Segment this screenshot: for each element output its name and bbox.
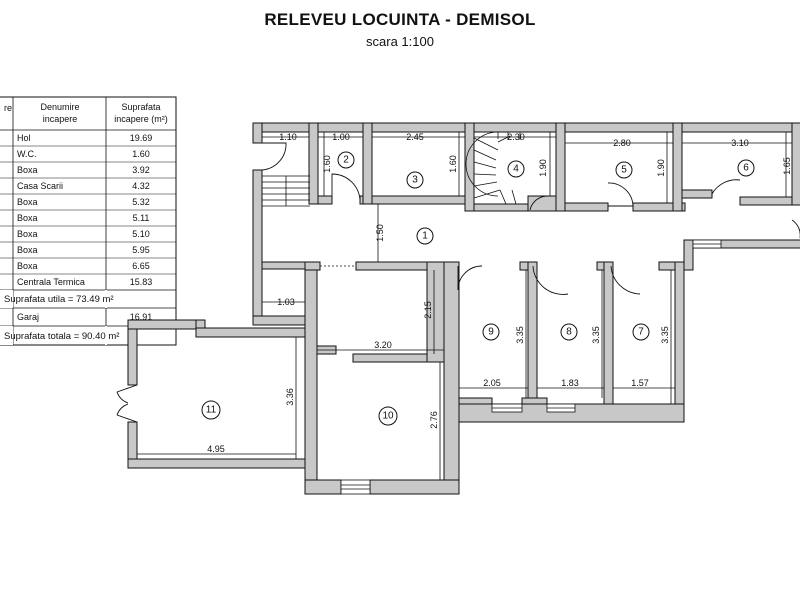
table-cell-area: 5.10: [132, 229, 150, 239]
dim-label: 1.50: [375, 224, 385, 242]
dimension-labels: 1.10 1.00 2.45 2.30 2.80 3.10 1.60 1.60 …: [207, 132, 792, 454]
doors: [116, 142, 800, 423]
dim-label: 1.60: [448, 155, 458, 173]
table-header-area-2: incapere (m²): [114, 114, 168, 124]
svg-text:3: 3: [412, 175, 418, 186]
table-row: Boxa 6.65: [17, 261, 150, 271]
svg-text:4: 4: [513, 164, 519, 175]
room-marker-1: 1: [416, 227, 434, 245]
table-row: Boxa 5.11: [17, 213, 149, 223]
table-row: Casa Scarii 4.32: [17, 181, 150, 191]
dim-label: 3.36: [285, 388, 295, 406]
dim-label: 3.10: [731, 138, 749, 148]
table-row: Boxa 5.95: [17, 245, 150, 255]
table-cell-area: 4.32: [132, 181, 150, 191]
stairs: [262, 131, 521, 210]
dim-label: 3.35: [660, 326, 670, 344]
table-cell-name: Boxa: [17, 261, 38, 271]
room-marker-3: 3: [406, 171, 424, 189]
table-row: Boxa 5.10: [17, 229, 150, 239]
table-row: Boxa 3.92: [17, 165, 150, 175]
dim-label: 1.65: [782, 157, 792, 175]
table-cell-name: Centrala Termica: [17, 277, 85, 287]
room-marker-9: 9: [482, 323, 500, 341]
dim-label: 1.83: [561, 378, 579, 388]
svg-text:9: 9: [488, 327, 494, 338]
svg-text:1: 1: [422, 231, 428, 242]
room-marker-10: 10: [378, 406, 398, 426]
table-row: Hol 19.69: [17, 133, 152, 143]
area-table: re Denumire incapere Suprafata incapere …: [0, 96, 177, 346]
dim-label: 1.90: [538, 159, 548, 177]
dim-label: 1.03: [277, 297, 295, 307]
svg-text:8: 8: [566, 327, 572, 338]
dimension-lines: [137, 132, 792, 480]
svg-text:10: 10: [382, 411, 394, 422]
room-marker-2: 2: [337, 151, 355, 169]
dim-label: 1.57: [631, 378, 649, 388]
garage-name: Garaj: [17, 312, 39, 322]
dim-label: 4.95: [207, 444, 225, 454]
table-cell-name: Hol: [17, 133, 31, 143]
table-cell-name: Boxa: [17, 213, 38, 223]
table-row: W.C. 1.60: [17, 149, 150, 159]
dim-label: 3.35: [591, 326, 601, 344]
table-cell-name: Boxa: [17, 197, 38, 207]
dim-label: 2.30: [507, 132, 525, 142]
dim-label: 2.05: [483, 378, 501, 388]
svg-text:6: 6: [743, 163, 749, 174]
dim-label: 3.20: [374, 340, 392, 350]
room-marker-7: 7: [632, 323, 650, 341]
dim-label: 1.10: [279, 132, 297, 142]
dim-label: 2.15: [423, 301, 433, 319]
table-cell-name: Boxa: [17, 245, 38, 255]
room-marker-8: 8: [560, 323, 578, 341]
svg-text:11: 11: [206, 405, 217, 416]
table-cell-area: 5.11: [133, 213, 150, 223]
table-cell-name: Boxa: [17, 229, 38, 239]
total-area: Suprafata totala = 90.40 m²: [4, 331, 119, 342]
dim-label: 3.35: [515, 326, 525, 344]
room-marker-11: 11: [201, 400, 221, 420]
table-cell-name: Casa Scarii: [17, 181, 63, 191]
table-cell-area: 5.95: [132, 245, 150, 255]
table-cell-area: 5.32: [132, 197, 150, 207]
svg-text:5: 5: [621, 165, 627, 176]
table-header-nr: re: [4, 103, 12, 113]
room-marker-4: 4: [507, 160, 525, 178]
table-cell-name: Boxa: [17, 165, 38, 175]
windows: [340, 239, 722, 495]
table-cell-area: 3.92: [132, 165, 150, 175]
table-row: Boxa 5.32: [17, 197, 150, 207]
dim-label: 2.45: [406, 132, 424, 142]
table-cell-area: 1.60: [132, 149, 150, 159]
table-header-area-1: Suprafata: [121, 102, 160, 112]
room-marker-6: 6: [737, 159, 755, 177]
table-cell-area: 19.69: [130, 133, 153, 143]
drawing-title: RELEVEU LOCUINTA - DEMISOL: [264, 10, 536, 29]
dim-label: 2.80: [613, 138, 631, 148]
table-cell-area: 6.65: [132, 261, 150, 271]
walls: [127, 122, 800, 495]
dim-label: 1.00: [332, 132, 350, 142]
room-labels: 1 2 3 4 5 6 7 8 9 10 11: [201, 151, 755, 426]
table-row: Centrala Termica 15.83: [17, 277, 152, 287]
room-marker-5: 5: [615, 161, 633, 179]
svg-text:7: 7: [638, 327, 644, 338]
table-header-name-1: Denumire: [40, 102, 79, 112]
table-cell-area: 15.83: [130, 277, 153, 287]
table-cell-name: W.C.: [17, 149, 37, 159]
dim-label: 1.60: [322, 155, 332, 173]
garage-area: 16.91: [130, 312, 153, 322]
drawing-scale: scara 1:100: [366, 34, 434, 49]
useful-area-total: Suprafata utila = 73.49 m²: [4, 294, 114, 305]
dim-label: 2.76: [429, 411, 439, 429]
table-header-name-2: incapere: [43, 114, 78, 124]
dim-label: 1.90: [656, 159, 666, 177]
svg-text:2: 2: [343, 155, 349, 166]
